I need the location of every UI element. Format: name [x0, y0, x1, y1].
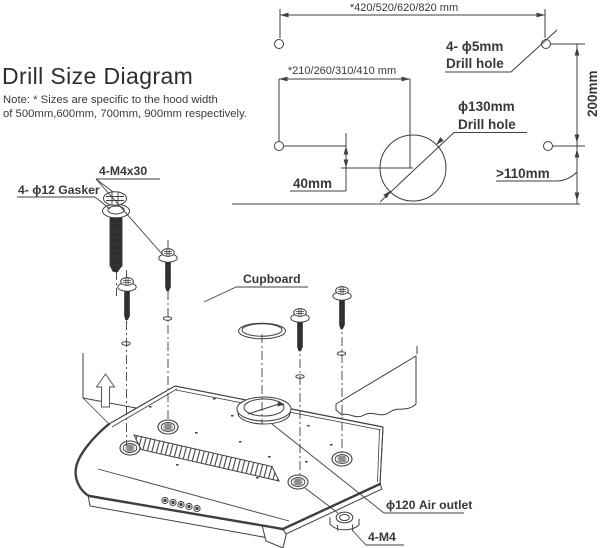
note-line-1: Note: * Sizes are specific to the hood w…	[3, 94, 218, 106]
vent-slot-marks	[149, 398, 333, 479]
offset-dimension	[284, 133, 413, 192]
phillips-screw-head	[119, 440, 141, 456]
cupboard-side-cutout	[335, 355, 417, 418]
hex-nut	[329, 510, 360, 532]
up-arrow-icon	[95, 373, 116, 408]
clearance-dimension-text: >110mm	[496, 166, 550, 181]
big-hole-label-line1: ϕ130mm	[458, 99, 515, 114]
screw-label: 4-M4x30	[99, 164, 147, 178]
drill-hole-bottom-right	[543, 141, 553, 151]
phillips-screw-head	[287, 474, 309, 490]
label-leaders	[17, 178, 464, 546]
gasket-screw	[102, 191, 130, 273]
drill-hole-bottom-left	[274, 141, 284, 151]
hood-width-dimension-text: *420/520/620/820 mm	[350, 2, 458, 14]
clearance-leader	[496, 171, 578, 182]
range-hood	[74, 373, 384, 548]
drill-hole-top-left	[274, 39, 284, 49]
air-outlet-label: ϕ120 Air outlet	[386, 498, 472, 512]
cupboard-label: Cupboard	[243, 272, 301, 286]
big-hole-label-line2: Drill hole	[458, 117, 516, 132]
screw-head	[103, 191, 127, 206]
height-dimension	[232, 43, 585, 205]
control-buttons	[161, 496, 201, 513]
hole-center-dimension-text: *210/260/310/410 mm	[288, 65, 396, 77]
note-line-2: of 500mm,600mm, 700mm, 900mm respectivel…	[3, 108, 247, 120]
cupboard-screw-hole	[336, 351, 347, 356]
mounting-screw	[332, 286, 352, 330]
cupboard	[82, 296, 418, 424]
offset-dimension-text: 40mm	[293, 176, 332, 191]
air-outlet-collar	[236, 396, 292, 425]
gasket-label: 4- ϕ12 Gasker	[18, 183, 100, 197]
hood-width-dimension	[279, 9, 546, 38]
main-drill-hole	[379, 134, 447, 202]
drill-hole-top-right	[541, 39, 551, 49]
cupboard-screw-hole	[121, 341, 131, 346]
hood-outline	[74, 422, 382, 531]
mounting-screw	[158, 248, 178, 292]
nut-label: 4-M4	[368, 530, 396, 544]
assembly-drawing: 4-M4x30 4- ϕ12 Gasker Cupboard ϕ120 Air …	[17, 164, 472, 548]
main-hole-diameter-line	[379, 132, 527, 203]
hole-center-dimension	[278, 76, 411, 168]
height-dimension-text: 200mm	[585, 70, 600, 117]
cupboard-screw-hole	[162, 316, 173, 321]
phillips-screw-head	[331, 451, 353, 467]
damper-flap-icon	[277, 401, 285, 407]
title-block: Drill Size Diagram Note: * Sizes are spe…	[2, 63, 247, 120]
page-title: Drill Size Diagram	[2, 63, 193, 89]
mounting-screw	[117, 277, 137, 321]
small-hole-label-line1: 4- ϕ5mm	[446, 39, 503, 54]
small-hole-leader	[445, 29, 558, 73]
small-hole-label-line2: Drill hole	[446, 56, 504, 71]
drill-template: *420/520/620/820 mm *210/260/310/410 mm …	[232, 2, 600, 205]
